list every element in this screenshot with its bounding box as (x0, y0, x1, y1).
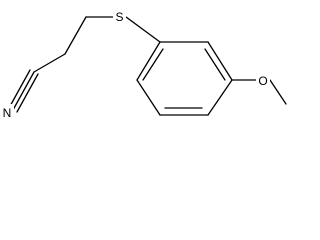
chain-bond-1 (33, 53, 66, 73)
atom-oxygen: O (256, 72, 270, 88)
chain-bond-2 (64, 16, 87, 55)
sulfur-label: S (115, 10, 123, 24)
atom-nitrogen: N (0, 104, 14, 120)
nitrogen-label: N (3, 106, 12, 120)
nitrile-triple-bond (8, 69, 39, 113)
benzene-ring (136, 41, 233, 116)
molecule-structure: S O N (0, 8, 287, 120)
atom-sulfur: S (113, 8, 126, 24)
oxygen-methyl-bond (269, 79, 287, 105)
oxygen-label: O (258, 74, 267, 88)
sulfur-ring-bond (125, 16, 161, 43)
